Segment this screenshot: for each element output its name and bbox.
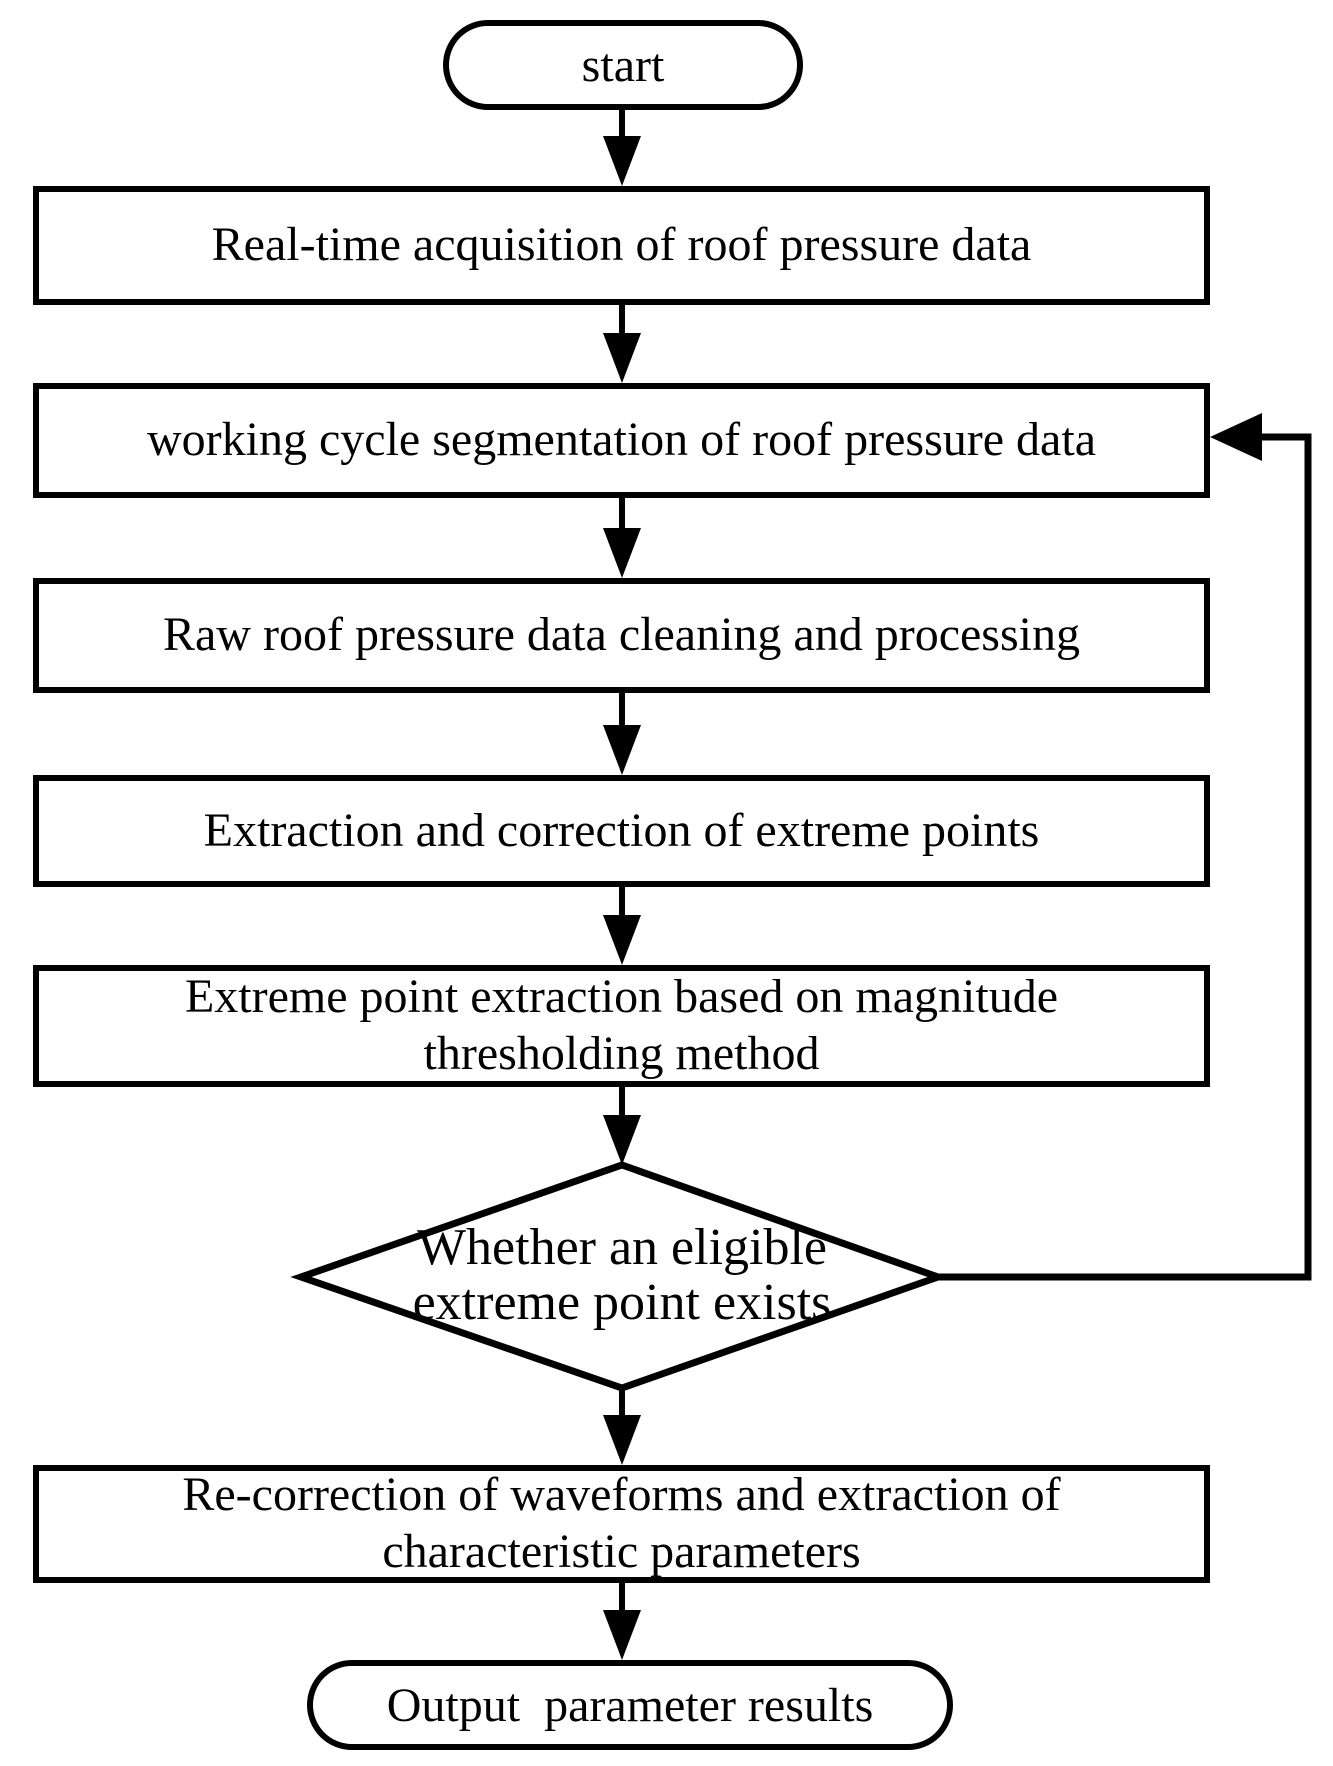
node-extract-correct-label: Extraction and correction of extreme poi…	[203, 803, 1040, 857]
node-acquisition-label: Real-time acquisition of roof pressure d…	[211, 218, 1032, 272]
edge-segmentation-cleaning-arrowhead-icon	[603, 528, 641, 578]
node-output-label: Output parameter results	[386, 1678, 874, 1732]
edge-feedback-arrowhead-icon	[1210, 413, 1262, 461]
node-start: start	[443, 20, 803, 110]
node-decision-label: Whether an eligible extreme point exists	[412, 1219, 832, 1331]
edge-acquisition-segmentation-arrowhead-icon	[603, 333, 641, 383]
node-start-label: start	[581, 38, 665, 92]
edge-cleaning-extract-arrowhead-icon	[603, 725, 641, 775]
node-recorrection-label: Re-correction of waveforms and extractio…	[182, 1468, 1061, 1578]
node-segmentation: working cycle segmentation of roof press…	[33, 383, 1210, 498]
edge-recorrection-output-arrowhead-icon	[603, 1610, 641, 1660]
node-output: Output parameter results	[307, 1660, 953, 1750]
node-threshold-label: Extreme point extraction based on magnit…	[184, 970, 1059, 1080]
node-acquisition: Real-time acquisition of roof pressure d…	[33, 186, 1210, 305]
node-segmentation-label: working cycle segmentation of roof press…	[146, 413, 1096, 467]
node-decision: Whether an eligible extreme point exists	[322, 1168, 922, 1383]
node-extract-correct: Extraction and correction of extreme poi…	[33, 775, 1210, 887]
edge-threshold-decision-arrowhead-icon	[603, 1115, 641, 1165]
node-cleaning: Raw roof pressure data cleaning and proc…	[33, 578, 1210, 693]
edge-extract-threshold-arrowhead-icon	[603, 915, 641, 965]
edge-decision-recorrection-arrowhead-icon	[603, 1415, 641, 1465]
node-threshold: Extreme point extraction based on magnit…	[33, 965, 1210, 1087]
node-recorrection: Re-correction of waveforms and extractio…	[33, 1465, 1210, 1583]
node-cleaning-label: Raw roof pressure data cleaning and proc…	[162, 608, 1080, 662]
decision-diamond-shape	[290, 1161, 949, 1392]
edge-feedback-line	[938, 433, 1312, 1281]
edge-start-acquisition-arrowhead-icon	[603, 136, 641, 186]
